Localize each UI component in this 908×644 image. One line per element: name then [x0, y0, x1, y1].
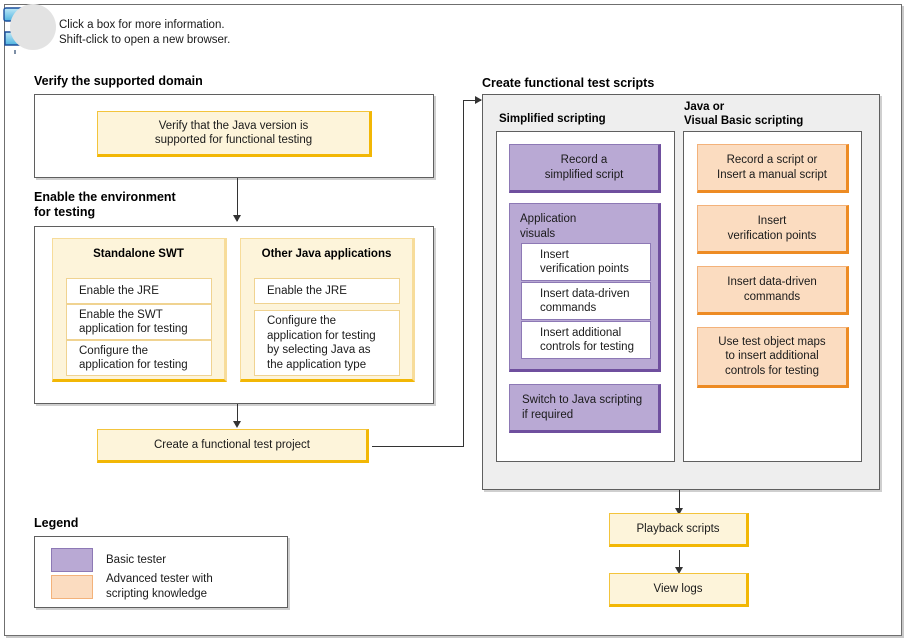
flowchart-hand-cursor-icon: [2, 2, 58, 54]
connector-project-into-scripts: [463, 100, 481, 101]
connector-verify-to-enable: [237, 178, 238, 221]
legend-label-advanced-tester: Advanced tester with scripting knowledge: [106, 573, 213, 600]
step-use-test-object-maps[interactable]: Use test object maps to insert additiona…: [697, 327, 849, 388]
section-caption-enable: Enable the environment for testing: [34, 190, 176, 219]
icon-disc-background: [10, 4, 56, 50]
step-playback-scripts[interactable]: Playback scripts: [609, 513, 749, 547]
step-swt-enable-jre[interactable]: Enable the JRE: [66, 278, 212, 304]
connector-playback-to-viewlogs: [679, 550, 680, 572]
step-switch-to-java-scripting-label: Switch to Java scripting if required: [522, 394, 643, 421]
step-sv-insert-data-driven-commands[interactable]: Insert data-driven commands: [521, 282, 651, 320]
legend-swatch-basic-tester: [51, 548, 93, 572]
connector-scripts-to-playback: [679, 490, 680, 513]
section-caption-verify: Verify the supported domain: [34, 74, 203, 88]
group-standalone-swt-title: Standalone SWT: [93, 248, 184, 260]
hint-text: Click a box for more information. Shift-…: [59, 19, 231, 46]
arrowhead-playback-to-viewlogs: [675, 567, 683, 574]
step-view-logs[interactable]: View logs: [609, 573, 749, 607]
legend-label-basic-tester: Basic tester: [106, 554, 167, 566]
step-switch-to-java-scripting[interactable]: Switch to Java scripting if required: [509, 384, 661, 433]
arrowhead-scripts-to-playback: [675, 508, 683, 515]
legend-caption: Legend: [34, 516, 79, 530]
group-other-java-title: Other Java applications: [261, 248, 392, 260]
step-sv-insert-verification-points[interactable]: Insert verification points: [521, 243, 651, 281]
step-verify-java-version[interactable]: Verify that the Java version is supporte…: [97, 111, 372, 157]
step-swt-enable-app[interactable]: Enable the SWT application for testing: [66, 304, 212, 340]
step-record-or-insert-manual-script[interactable]: Record a script or Insert a manual scrip…: [697, 144, 849, 193]
group-application-visuals-title: Application visuals: [520, 213, 577, 240]
step-sv-insert-additional-controls[interactable]: Insert additional controls for testing: [521, 321, 651, 359]
column-heading-java-vb-scripting: Java or Visual Basic scripting: [684, 101, 804, 127]
arrowhead-verify-to-enable: [233, 215, 241, 222]
step-record-simplified-script[interactable]: Record a simplified script: [509, 144, 661, 193]
section-caption-scripts: Create functional test scripts: [482, 76, 655, 90]
legend-swatch-advanced-tester: [51, 575, 93, 599]
step-create-functional-test-project[interactable]: Create a functional test project: [97, 429, 369, 463]
step-swt-configure-app[interactable]: Configure the application for testing: [66, 340, 212, 376]
step-insert-verification-points[interactable]: Insert verification points: [697, 205, 849, 254]
arrowhead-into-scripts: [475, 96, 482, 104]
column-heading-simplified-scripting: Simplified scripting: [499, 113, 606, 125]
connector-project-up: [463, 100, 464, 446]
connector-project-right: [372, 446, 464, 447]
step-java-enable-jre[interactable]: Enable the JRE: [254, 278, 400, 304]
step-insert-data-driven-commands[interactable]: Insert data-driven commands: [697, 266, 849, 315]
arrowhead-enable-to-project: [233, 421, 241, 428]
connector-enable-to-project: [237, 404, 238, 426]
step-java-configure-app[interactable]: Configure the application for testing by…: [254, 310, 400, 376]
